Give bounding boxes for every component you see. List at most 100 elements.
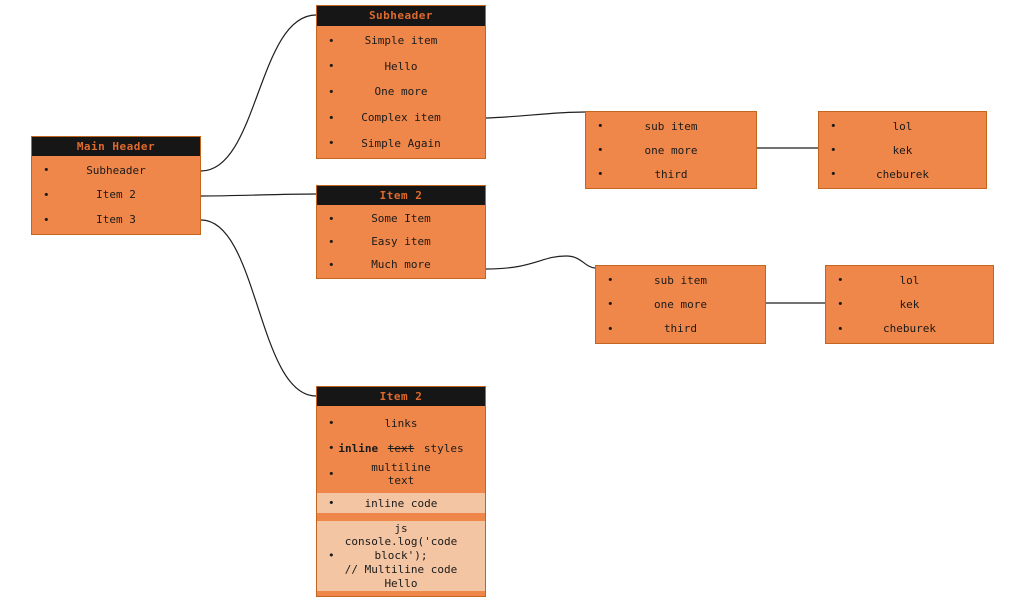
node-body: • sub item • one more • third	[596, 266, 765, 343]
list-item[interactable]: • cheburek	[819, 168, 986, 181]
list-item[interactable]: • Subheader	[32, 164, 200, 177]
list-item[interactable]: • kek	[826, 298, 993, 311]
bullet-icon: •	[328, 136, 335, 150]
bullet-icon: •	[43, 213, 50, 227]
node-main-header[interactable]: Main Header • Subheader • Item 2 • Item …	[31, 136, 201, 235]
node-subitems-2[interactable]: • sub item • one more • third	[595, 265, 766, 344]
list-item[interactable]: • lol	[819, 120, 986, 133]
list-item[interactable]: • one more	[586, 144, 756, 157]
node-body: • Some Item • Easy item • Much more	[317, 205, 485, 278]
bullet-icon: •	[328, 416, 335, 430]
bullet-icon: •	[830, 119, 837, 133]
list-item[interactable]: • sub item	[596, 274, 765, 287]
list-item-label: Much more	[371, 258, 431, 271]
multiline-text: multiline text	[371, 461, 431, 487]
node-subheader[interactable]: Subheader • Simple item • Hello • One mo…	[316, 5, 486, 159]
list-item[interactable]: • Item 3	[32, 213, 200, 226]
list-item-label: Subheader	[86, 163, 146, 177]
list-item[interactable]: • Hello	[317, 60, 485, 73]
list-item-label: kek	[899, 297, 920, 311]
list-item-label: Simple item	[364, 34, 438, 48]
node-header: Main Header	[32, 137, 200, 156]
bullet-icon: •	[328, 85, 335, 99]
bullet-icon: •	[328, 111, 335, 125]
bold-text: inline	[338, 441, 379, 455]
list-item-label: cheburek	[876, 167, 929, 181]
list-item-label: third	[663, 322, 698, 336]
list-item[interactable]: • one more	[596, 298, 765, 311]
list-item[interactable]: • cheburek	[826, 322, 993, 335]
list-item[interactable]: • third	[586, 168, 756, 181]
node-body: • Subheader • Item 2 • Item 3	[32, 156, 200, 234]
bullet-icon: •	[328, 441, 335, 455]
list-item-inline-code[interactable]: • inline code	[317, 493, 485, 513]
list-item[interactable]: • sub item	[586, 120, 756, 133]
node-body: • lol • kek • cheburek	[819, 112, 986, 188]
list-item-label: sub item	[644, 119, 698, 133]
bullet-icon: •	[837, 297, 844, 311]
list-item-label: Simple Again	[361, 136, 441, 150]
node-item2-bottom[interactable]: Item 2 • links • inline text styles • mu…	[316, 386, 486, 597]
list-item-inline-styles[interactable]: • inline text styles	[317, 436, 485, 460]
code-block-text: js console.log('code block'); // Multili…	[344, 521, 458, 590]
node-header: Item 2	[317, 186, 485, 205]
list-item[interactable]: • Easy item	[317, 235, 485, 248]
bullet-icon: •	[597, 167, 604, 181]
list-item-label: one more	[654, 297, 707, 311]
node-header: Item 2	[317, 387, 485, 406]
bullet-icon: •	[597, 143, 604, 157]
list-item[interactable]: • Some Item	[317, 212, 485, 225]
bullet-icon: •	[328, 212, 335, 225]
edge-main-to-subheader	[200, 14, 317, 172]
list-item-label: Some Item	[371, 212, 431, 225]
list-item-multiline[interactable]: • multiline text	[317, 460, 485, 488]
edge-main-to-item2-mid	[200, 193, 317, 197]
list-item[interactable]: • One more	[317, 85, 485, 98]
bullet-icon: •	[328, 34, 335, 48]
bullet-icon: •	[328, 235, 335, 248]
list-item-code-block[interactable]: • js console.log('code block'); // Multi…	[317, 521, 485, 591]
edge-main-to-item2-bottom	[200, 219, 317, 397]
bullet-icon: •	[328, 496, 335, 510]
edge-item2mid-to-sub2	[485, 255, 596, 270]
edge-subheader-to-sub1	[485, 111, 586, 119]
bullet-icon: •	[597, 119, 604, 133]
bullet-icon: •	[607, 297, 614, 311]
list-item-label: links	[384, 416, 418, 430]
list-item[interactable]: • Much more	[317, 258, 485, 271]
node-lol-2[interactable]: • lol • kek • cheburek	[825, 265, 994, 344]
list-item-label: lol	[899, 273, 920, 287]
list-item-label: Item 2	[96, 188, 136, 202]
plain-text: styles	[423, 441, 464, 455]
node-body: • sub item • one more • third	[586, 112, 756, 188]
bullet-icon: •	[328, 467, 335, 481]
node-subitems-1[interactable]: • sub item • one more • third	[585, 111, 757, 189]
bullet-icon: •	[837, 273, 844, 287]
bullet-icon: •	[830, 143, 837, 157]
list-item[interactable]: • Simple Again	[317, 137, 485, 150]
bullet-icon: •	[43, 188, 50, 202]
node-body: • links • inline text styles • multiline…	[317, 406, 485, 596]
list-item-label: one more	[644, 143, 698, 157]
list-item-label: lol	[892, 119, 913, 133]
node-body: • Simple item • Hello • One more • Compl…	[317, 26, 485, 158]
bullet-icon: •	[328, 59, 335, 73]
node-lol-1[interactable]: • lol • kek • cheburek	[818, 111, 987, 189]
list-item[interactable]: • kek	[819, 144, 986, 157]
list-item-label: third	[654, 167, 688, 181]
list-item[interactable]: • Complex item	[317, 111, 485, 124]
list-item[interactable]: • third	[596, 322, 765, 335]
list-item[interactable]: • lol	[826, 274, 993, 287]
list-item-label: cheburek	[883, 322, 936, 336]
list-item[interactable]: • Item 2	[32, 188, 200, 201]
list-item-label: kek	[892, 143, 913, 157]
list-item-links[interactable]: • links	[317, 410, 485, 436]
list-item[interactable]: • Simple item	[317, 34, 485, 47]
list-item-label: sub item	[654, 273, 707, 287]
inline-code-text: inline code	[364, 496, 438, 510]
bullet-icon: •	[830, 167, 837, 181]
node-header: Subheader	[317, 6, 485, 26]
node-item2-middle[interactable]: Item 2 • Some Item • Easy item • Much mo…	[316, 185, 486, 279]
